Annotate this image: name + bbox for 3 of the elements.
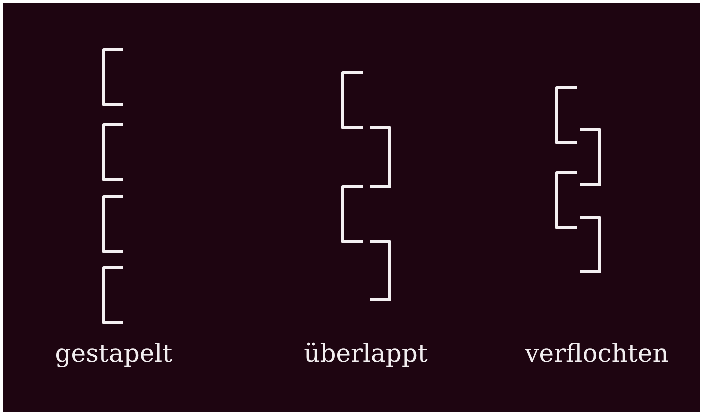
caption-label: überlappt [303, 339, 429, 368]
caption-label: verflochten [524, 339, 670, 368]
caption-label: gestapelt [54, 339, 174, 368]
